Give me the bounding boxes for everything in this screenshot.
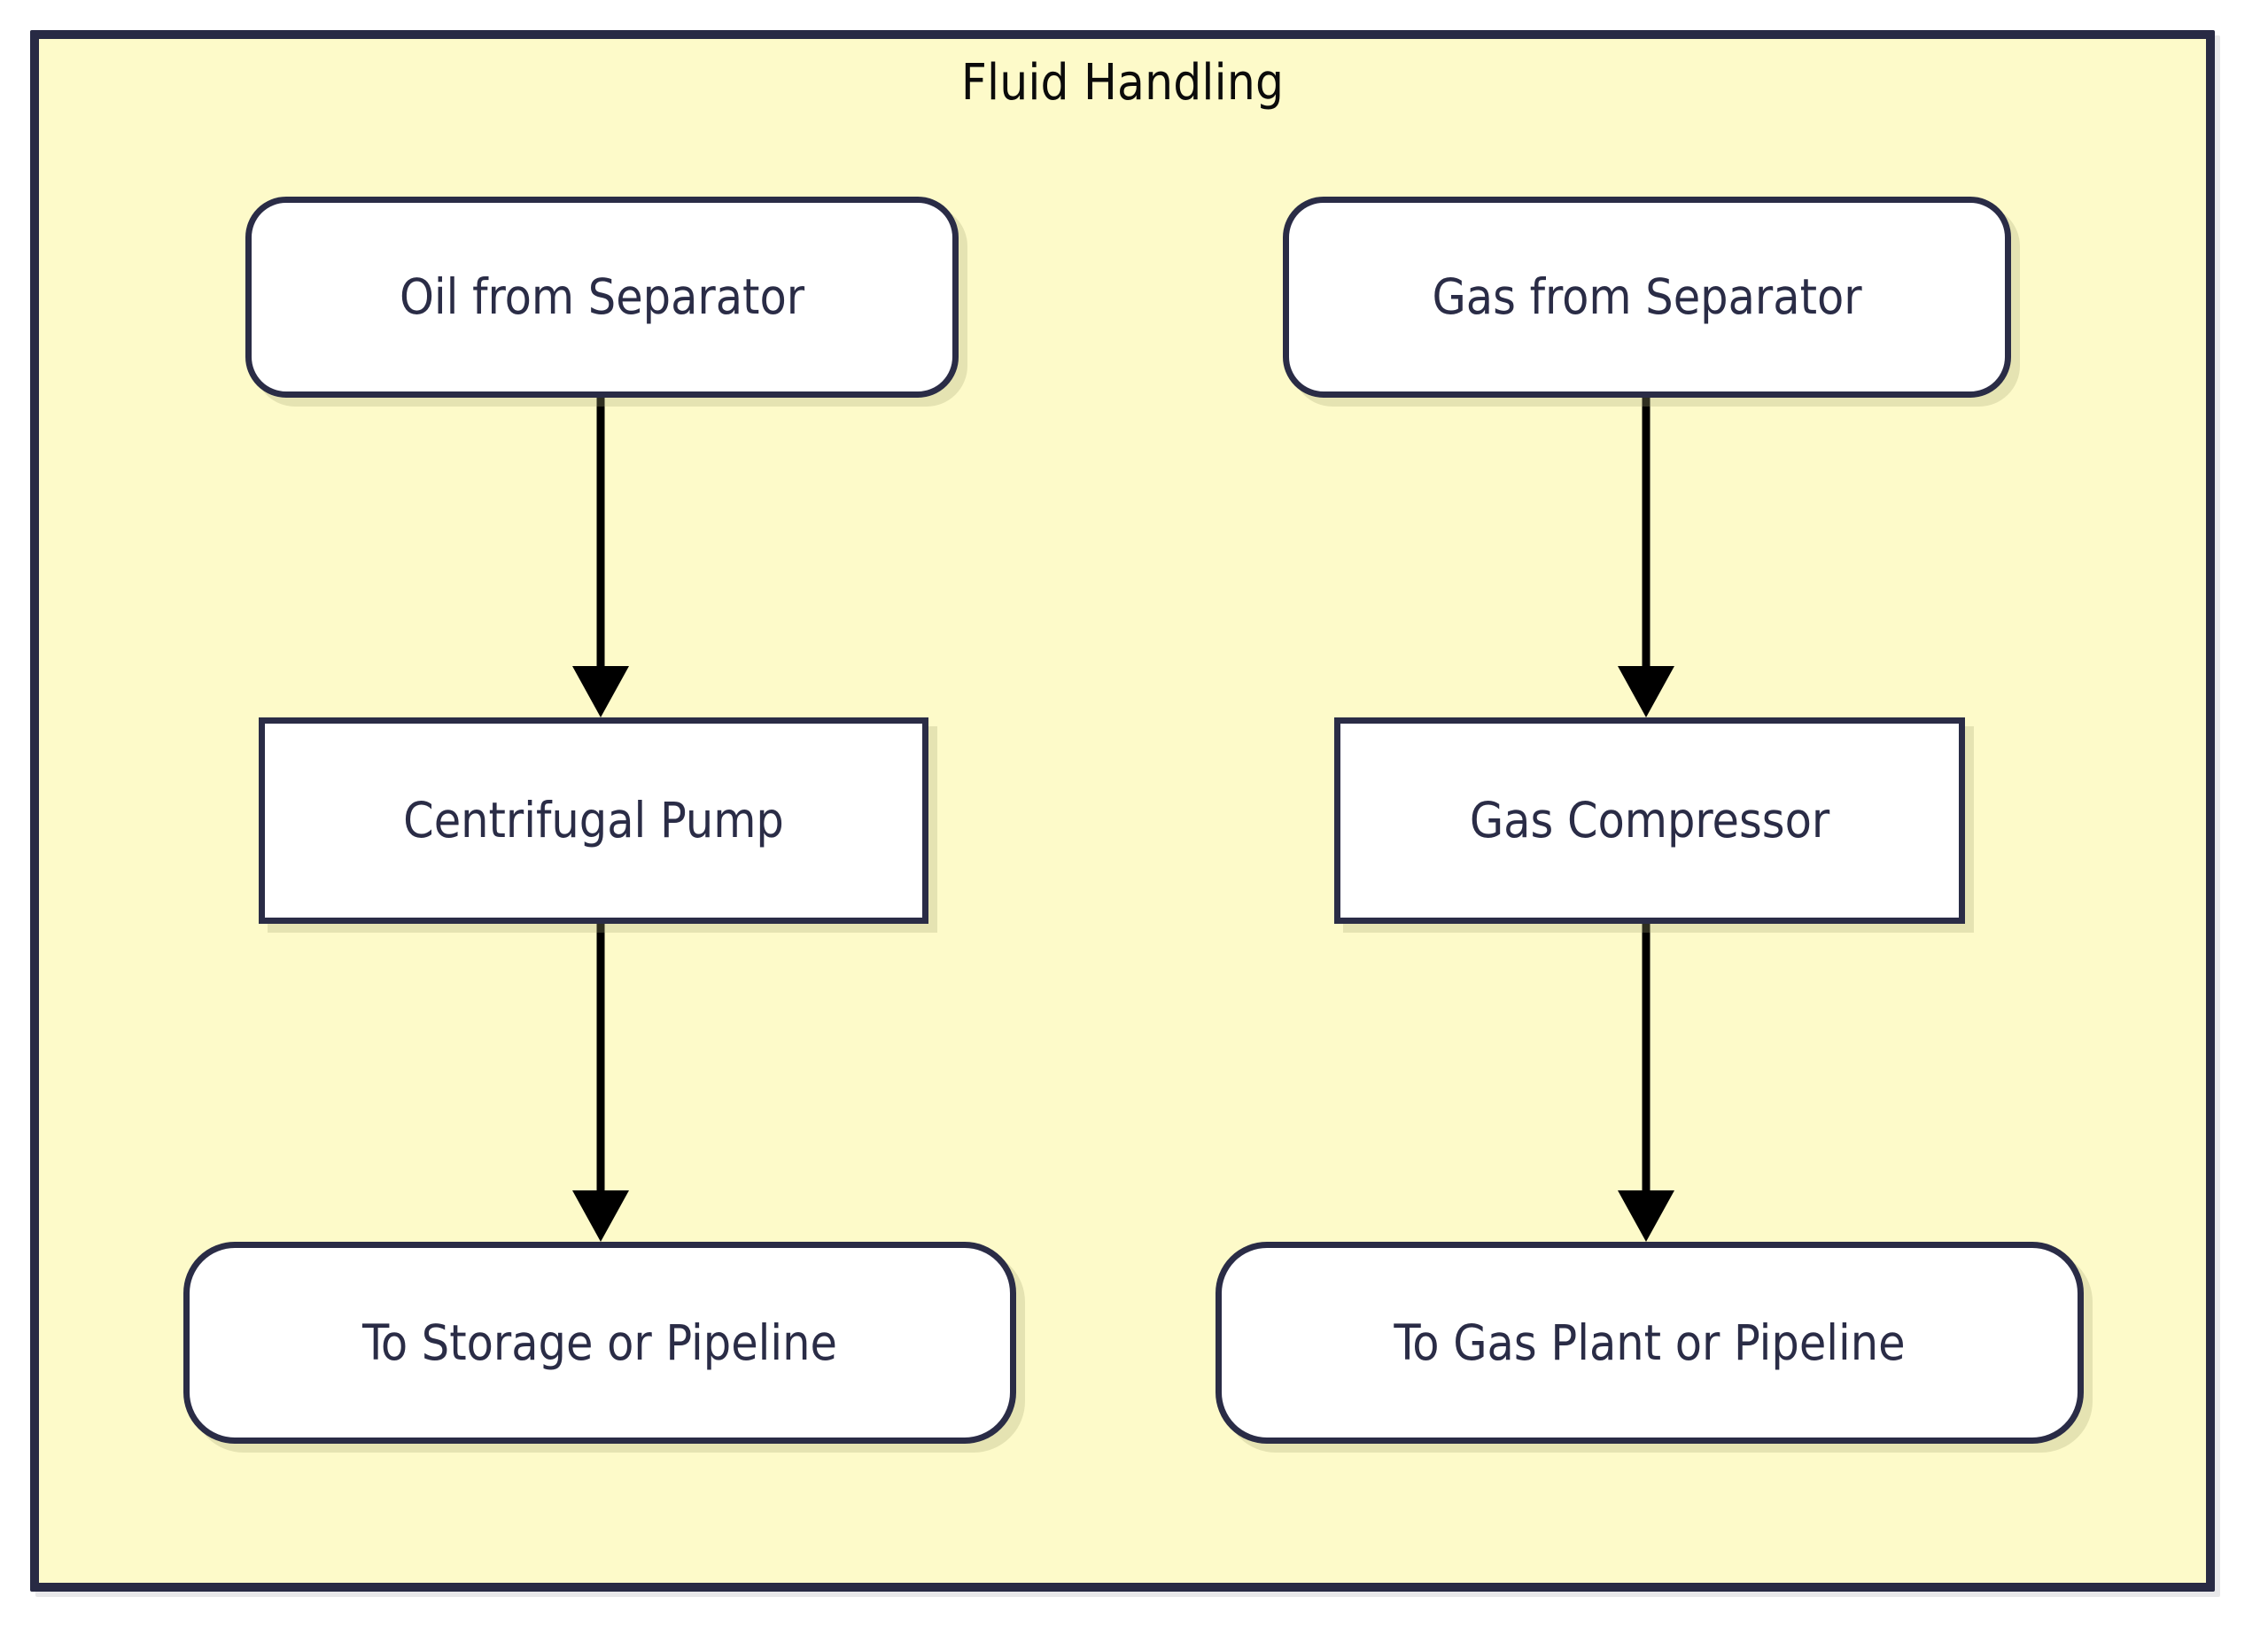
node-label: Gas from Separator [1432,268,1862,326]
node-gas-from-separator[interactable]: Gas from Separator [1283,197,2011,398]
node-label: Centrifugal Pump [403,792,784,849]
node-centrifugal-pump[interactable]: Centrifugal Pump [259,717,928,924]
node-to-storage-or-pipeline[interactable]: To Storage or Pipeline [183,1242,1016,1444]
subgraph-title: Fluid Handling [960,54,1285,112]
node-label: Oil from Separator [399,268,805,326]
node-to-gas-plant-or-pipeline[interactable]: To Gas Plant or Pipeline [1216,1242,2084,1444]
node-label: To Storage or Pipeline [361,1314,838,1371]
node-label: To Gas Plant or Pipeline [1394,1314,1906,1371]
node-oil-from-separator[interactable]: Oil from Separator [245,197,959,398]
node-label: Gas Compressor [1469,792,1830,849]
node-gas-compressor[interactable]: Gas Compressor [1334,717,1965,924]
